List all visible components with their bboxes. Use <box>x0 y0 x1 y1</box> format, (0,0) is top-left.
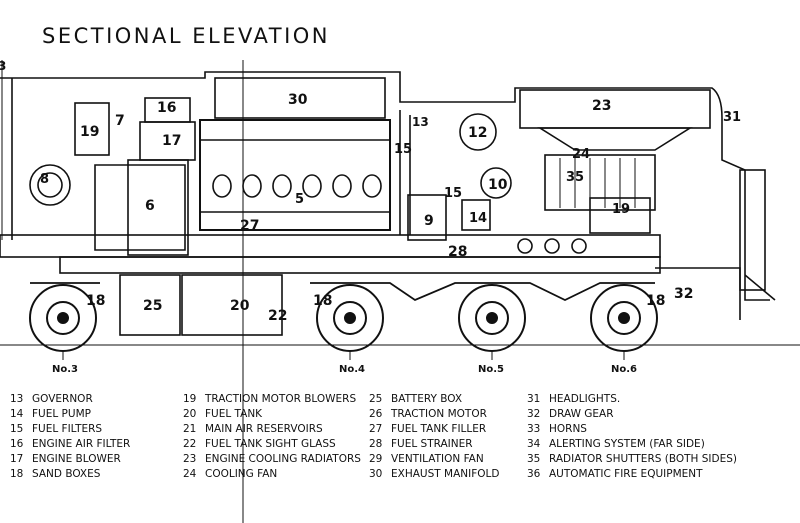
governor-12 <box>459 113 497 151</box>
roof-outline <box>0 71 770 301</box>
callout-24: 24 <box>572 147 590 162</box>
callout-20: 20 <box>230 298 250 314</box>
callout-18-left: 18 <box>86 293 105 309</box>
draw-gear <box>655 267 741 320</box>
axle-label-no3: No.3 <box>52 364 78 375</box>
callout-15b: 15 <box>444 186 462 201</box>
diagram-title: SECTIONAL ELEVATION <box>42 24 331 48</box>
callout-30: 30 <box>288 92 308 108</box>
callout-32: 32 <box>674 286 693 302</box>
fuel-filter-housing <box>407 194 447 241</box>
callout-5: 5 <box>295 192 304 207</box>
callout-27: 27 <box>240 218 259 234</box>
callout-13: 13 <box>412 115 429 129</box>
callout-22: 22 <box>268 308 287 324</box>
callout-8: 8 <box>40 172 49 187</box>
axle-label-no5: No.5 <box>478 364 504 375</box>
engine-block <box>199 119 391 231</box>
callout-12: 12 <box>468 125 487 141</box>
callout-15: 15 <box>394 142 412 157</box>
generator-housing <box>94 164 186 251</box>
callout-19b: 19 <box>612 202 630 217</box>
callout-23: 23 <box>592 98 611 114</box>
engine-cylinders <box>212 174 382 198</box>
exhaust-manifold <box>214 77 386 119</box>
battery-box <box>119 274 181 336</box>
callout-31: 31 <box>723 110 741 125</box>
callout-35: 35 <box>566 170 584 185</box>
engine-cooling-radiators <box>519 89 711 129</box>
callout-6: 6 <box>145 198 155 214</box>
callout-16: 16 <box>157 100 176 116</box>
underframe <box>0 234 661 258</box>
callout-18-mid: 18 <box>313 293 332 309</box>
callout-28: 28 <box>448 244 467 260</box>
callout-3: 3 <box>0 59 6 73</box>
callout-18-right: 18 <box>646 293 665 309</box>
governor-10 <box>480 167 512 199</box>
callout-9: 9 <box>424 213 434 229</box>
axle-label-no4: No.4 <box>339 364 365 375</box>
fuel-tank <box>181 274 283 336</box>
callout-14: 14 <box>469 211 487 226</box>
axle-label-no6: No.6 <box>611 364 637 375</box>
callout-19: 19 <box>80 124 99 140</box>
callout-7: 7 <box>115 113 125 129</box>
callout-10: 10 <box>488 177 508 193</box>
callout-25: 25 <box>143 298 162 314</box>
callout-17: 17 <box>162 133 181 149</box>
bogie-wheels <box>29 282 658 360</box>
radiator-shutters <box>544 154 656 211</box>
